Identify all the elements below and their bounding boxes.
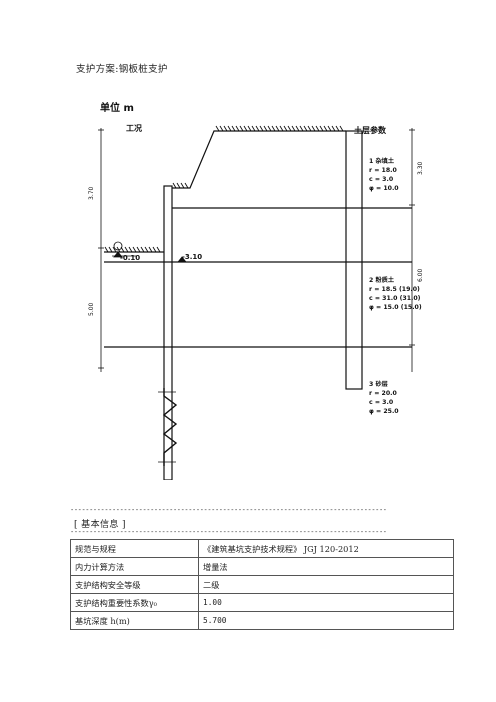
layer-2-line: φ = 15.0 (15.0) — [369, 304, 422, 311]
unit-label: 单位 m — [100, 101, 134, 114]
level-label-1: -0.10 — [120, 254, 140, 262]
info-key: 内力计算方法 — [70, 557, 199, 576]
level-marker-circle — [113, 241, 123, 251]
info-value: 二级 — [198, 575, 454, 594]
page-heading: 支护方案:钢板桩支护 — [76, 64, 168, 75]
section-title: [ 基本信息 ] — [74, 520, 126, 530]
info-key: 规范与规程 — [70, 539, 199, 558]
info-key: 基坑深度 h(m) — [70, 611, 199, 630]
dim-right-lower: 6.00 — [417, 268, 424, 282]
layer-2-line: c = 31.0 (31.0) — [369, 295, 421, 302]
layer-1-line: φ = 10.0 — [369, 185, 399, 192]
dim-right-upper: 3.30 — [417, 161, 424, 175]
layer-3-line: φ = 25.0 — [369, 408, 399, 415]
divider-bottom: ----------------------------------------… — [70, 528, 386, 536]
layer-2-title: 2 粉质土 — [369, 276, 395, 284]
info-value: 5.700 — [198, 611, 454, 630]
ground-surface — [172, 130, 346, 189]
soil-parameters-label: 土层参数 — [354, 125, 387, 135]
divider-top: ----------------------------------------… — [70, 506, 386, 514]
retaining-wall-drawing: 单位 m 工况 土层参数 -0.10 -3.10 3.70 5.00 3.30 … — [88, 101, 424, 480]
table-row: 基坑深度 h(m)5.700 — [70, 611, 454, 630]
info-value: 《建筑基坑支护技术规程》 JGJ 120-2012 — [198, 539, 454, 558]
layer-1-line: r = 18.0 — [369, 167, 398, 174]
layer-1-title: 1 杂填土 — [369, 157, 395, 165]
layer-3-line: c = 3.0 — [369, 399, 394, 406]
sheet-pile-section — [162, 388, 178, 466]
table-row: 支护结构安全等级二级 — [70, 575, 454, 594]
soil-column — [345, 130, 363, 390]
dim-left-lower: 5.00 — [88, 302, 95, 316]
layer-3-title: 3 砂层 — [369, 380, 388, 388]
layer-3-line: r = 20.0 — [369, 390, 398, 397]
dim-left-upper: 3.70 — [88, 186, 95, 200]
work-condition-label: 工况 — [126, 124, 142, 133]
layer-2-line: r = 18.5 (19.0) — [369, 286, 420, 293]
info-value: 增量法 — [198, 557, 454, 576]
info-key: 支护结构安全等级 — [70, 575, 199, 594]
table-row: 规范与规程《建筑基坑支护技术规程》 JGJ 120-2012 — [70, 539, 454, 558]
info-key: 支护结构重要性系数γ₀ — [70, 593, 199, 612]
level-marker-triangle — [113, 251, 123, 258]
sheet-pile — [163, 185, 173, 480]
info-value: 1.00 — [198, 593, 454, 612]
level-label-2: -3.10 — [182, 253, 202, 261]
table-row: 内力计算方法增量法 — [70, 557, 454, 576]
layer-1-line: c = 3.0 — [369, 176, 394, 183]
